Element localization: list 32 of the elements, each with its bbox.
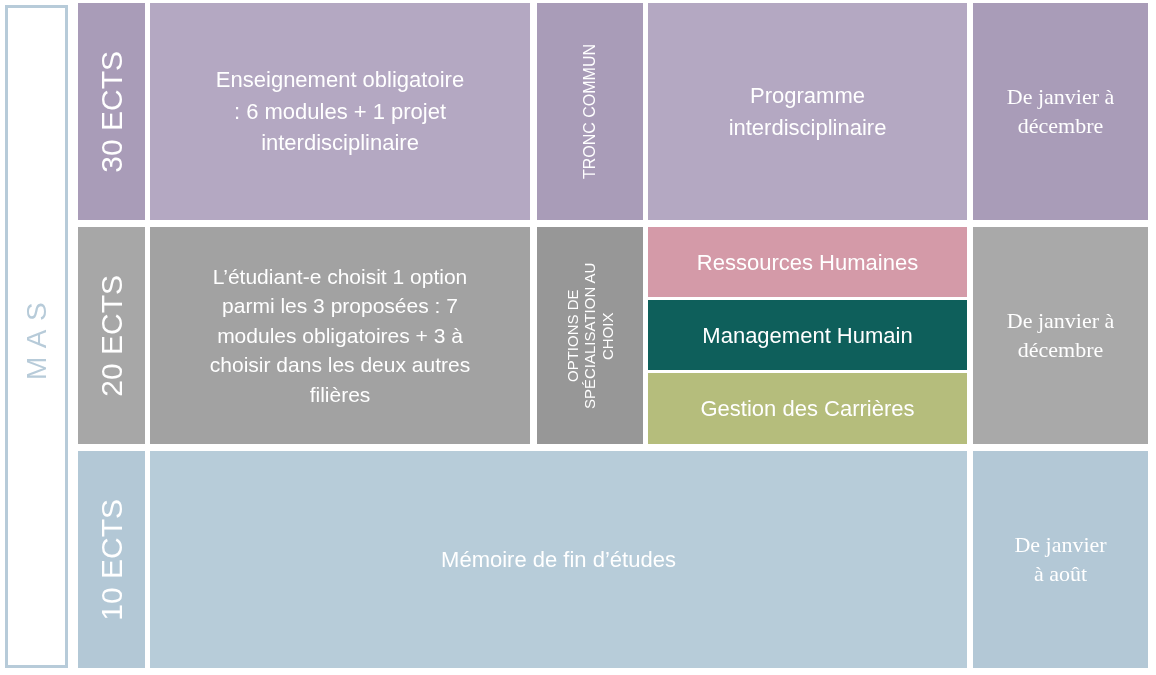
cell-text: Management Humain — [701, 321, 914, 350]
credits-band — [78, 227, 145, 444]
program-box — [648, 3, 967, 220]
cell-text: Enseignement obligatoire : 6 modules + 1 projet interdisciplinaire — [214, 65, 466, 158]
category-band — [537, 227, 643, 444]
cell-text: 30 ECTS — [94, 50, 129, 173]
program-band — [5, 5, 68, 668]
cell-text: Programme interdisciplinaire — [727, 81, 888, 142]
cell-text: De janvier à décembre — [1005, 82, 1116, 140]
cell-text: 20 ECTS — [94, 274, 129, 397]
content-box — [150, 227, 530, 444]
cell-text: De janvier à décembre — [1005, 306, 1116, 364]
cell-text: Mémoire de fin d’études — [440, 546, 677, 574]
cell-text: OPTIONS DE SPÉCIALISATION AU CHOIX — [564, 261, 616, 411]
cell-text: 10 ECTS — [94, 498, 129, 621]
option-box — [648, 300, 967, 370]
category-band — [537, 3, 643, 220]
content-box — [150, 3, 530, 220]
option-box — [648, 227, 967, 297]
cell-text: MAS — [19, 293, 53, 380]
option-box — [648, 373, 967, 444]
thesis-box — [150, 451, 967, 668]
period-box — [973, 3, 1148, 220]
period-box — [973, 451, 1148, 668]
cell-text: TRONC COMMUN — [580, 43, 599, 180]
credits-band — [78, 451, 145, 668]
cell-text: L’étudiant-e choisit 1 option parmi les 3 proposées : 7 modules obligatoires + 3 à choisir dans les deux autres filières — [208, 264, 472, 408]
cell-text: Gestion des Carrières — [699, 395, 916, 423]
cell-text: Ressources Humaines — [695, 248, 920, 277]
period-box — [973, 227, 1148, 444]
credits-band — [78, 3, 145, 220]
cell-text: De janvier à août — [1013, 530, 1108, 588]
